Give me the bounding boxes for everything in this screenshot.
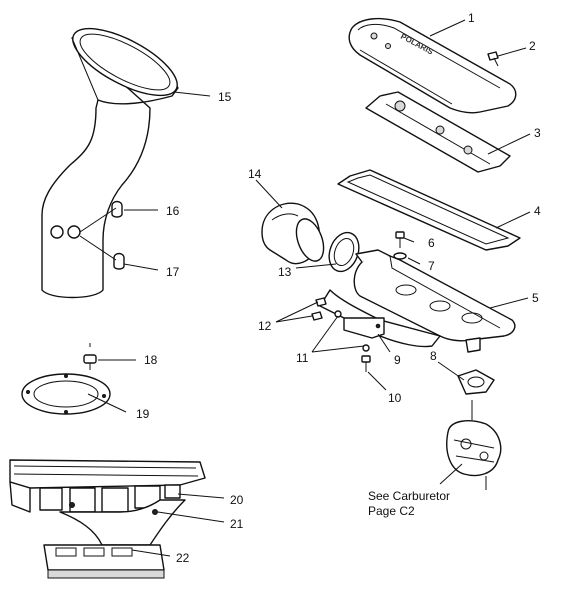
part-9-bracket bbox=[343, 317, 385, 339]
callout-2: 2 bbox=[529, 39, 536, 53]
part-16-clip bbox=[111, 200, 123, 218]
callout-13: 13 bbox=[278, 265, 292, 279]
callout-22: 22 bbox=[176, 551, 190, 565]
part-12-bolt bbox=[311, 297, 327, 321]
part-7-washer bbox=[393, 252, 407, 260]
part-1-top-cover: POLARIS bbox=[348, 17, 517, 114]
part-8-flange bbox=[457, 369, 495, 395]
callout-9: 9 bbox=[394, 353, 401, 367]
note-line-1: See Carburetor bbox=[368, 489, 450, 503]
carburetor-reference-note: See Carburetor Page C2 bbox=[368, 489, 450, 518]
part-10-screw bbox=[361, 355, 371, 372]
callout-6: 6 bbox=[428, 236, 435, 250]
part-19-gasket bbox=[21, 373, 111, 415]
callout-17: 17 bbox=[166, 265, 180, 279]
part-21-fastener bbox=[69, 502, 158, 515]
part-14-duct-elbow bbox=[261, 202, 325, 265]
callout-12: 12 bbox=[258, 319, 272, 333]
callout-16: 16 bbox=[166, 204, 180, 218]
note-line-2: Page C2 bbox=[368, 504, 415, 518]
callout-14: 14 bbox=[248, 167, 262, 181]
callout-19: 19 bbox=[136, 407, 150, 421]
callout-10: 10 bbox=[388, 391, 402, 405]
part-4-filter-frame bbox=[337, 169, 521, 251]
callout-8: 8 bbox=[430, 349, 437, 363]
callout-5: 5 bbox=[532, 291, 539, 305]
callout-15: 15 bbox=[218, 90, 232, 104]
part-15-intake-tube bbox=[41, 27, 179, 299]
callout-7: 7 bbox=[428, 259, 435, 273]
callout-3: 3 bbox=[534, 126, 541, 140]
part-22-mounting-plate bbox=[43, 544, 165, 579]
callout-18: 18 bbox=[144, 353, 158, 367]
callout-20: 20 bbox=[230, 493, 244, 507]
leader-lines bbox=[79, 19, 531, 557]
part-11-nut bbox=[334, 310, 370, 352]
callout-4: 4 bbox=[534, 204, 541, 218]
callout-11: 11 bbox=[296, 351, 309, 365]
part-20-airbox-base bbox=[9, 459, 206, 546]
part-3-filter bbox=[365, 91, 511, 173]
part-17-clip bbox=[113, 252, 125, 270]
part-2-screw bbox=[487, 51, 499, 67]
part-18-screw bbox=[83, 343, 97, 370]
callout-1: 1 bbox=[468, 11, 475, 25]
callout-21: 21 bbox=[230, 517, 244, 531]
part-6-screw bbox=[395, 231, 405, 248]
carburetor-reference bbox=[446, 400, 502, 490]
part-13-clamp-ring bbox=[328, 231, 360, 273]
part-5-airbox-housing bbox=[319, 249, 516, 353]
callout-labels: 1 2 3 4 5 6 7 8 9 10 11 12 13 14 15 16 1… bbox=[136, 11, 541, 565]
